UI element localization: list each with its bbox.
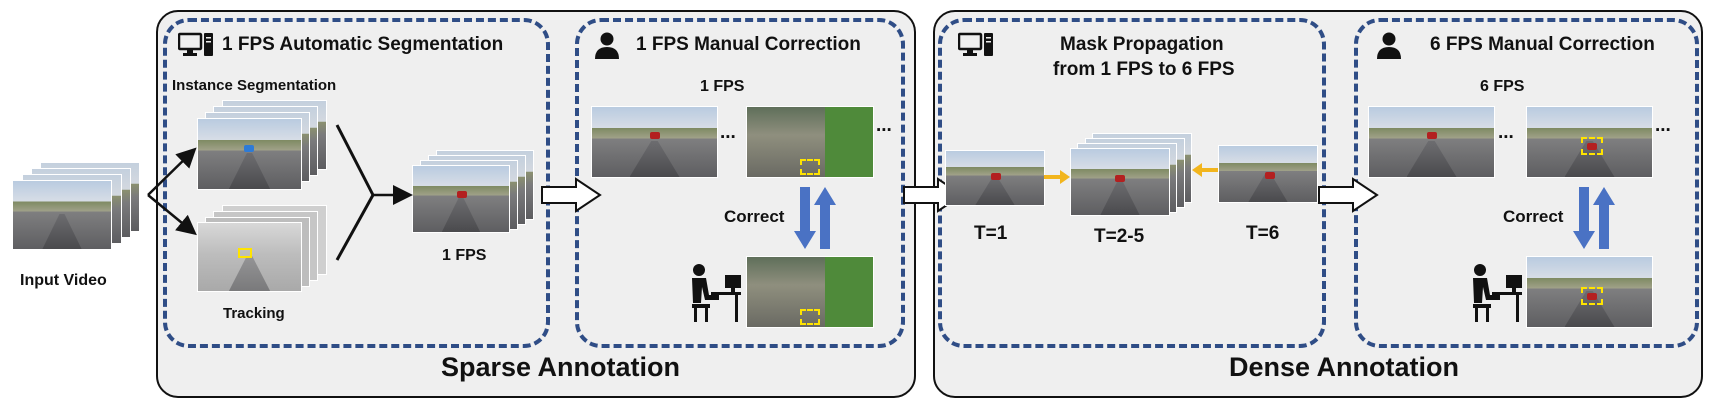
propagation-frame-t6 — [1218, 145, 1318, 203]
sparse-annotation-title: Sparse Annotation — [441, 352, 681, 382]
tracking-label: Tracking — [223, 305, 285, 322]
manual-1fps-rate-label: 1 FPS — [700, 78, 745, 95]
manual-correction-6fps-title: 6 FPS Manual Correction — [1430, 34, 1655, 55]
auto-segmentation-box — [163, 18, 550, 348]
arrow-to-manual-correction — [541, 177, 602, 213]
propagation-arrow-right — [1192, 163, 1218, 177]
branch-arrows — [147, 124, 413, 261]
segmentation-output-label: 1 FPS — [442, 247, 487, 264]
computer-icon — [958, 32, 993, 56]
correct-arrows-1fps — [794, 187, 836, 249]
computer-icon — [178, 32, 213, 56]
t6-label: T=6 — [1246, 223, 1280, 244]
input-video-frame — [12, 180, 112, 250]
manual-1fps-ellipsis-2: ... — [876, 115, 892, 136]
corrected-highlight-box-6fps — [1581, 287, 1603, 305]
auto-segmentation-title: 1 FPS Automatic Segmentation — [222, 34, 504, 55]
annotator-at-desk-icon — [692, 264, 741, 322]
dense-annotation-title: Dense Annotation — [1229, 352, 1460, 382]
correct-label-6fps: Correct — [1503, 207, 1564, 226]
propagation-frame-t1 — [945, 150, 1045, 206]
error-highlight-box-6fps — [1581, 137, 1603, 155]
manual-correction-1fps-title: 1 FPS Manual Correction — [636, 34, 861, 55]
corrected-frame-1fps — [746, 256, 874, 328]
correct-label-1fps: Correct — [724, 207, 785, 226]
corrected-frame-6fps — [1526, 256, 1653, 328]
error-highlight-box — [800, 159, 820, 175]
instance-segmentation-frame — [197, 118, 302, 190]
arrow-to-6fps-correction — [1318, 177, 1379, 213]
manual-6fps-ellipsis-1: ... — [1498, 122, 1514, 143]
input-video-label: Input Video — [20, 272, 107, 289]
t2-5-label: T=2-5 — [1094, 226, 1145, 247]
manual-6fps-ellipsis-2: ... — [1655, 115, 1671, 136]
manual-6fps-rate-label: 6 FPS — [1480, 78, 1525, 95]
manual-6fps-frame-b — [1526, 106, 1653, 178]
instance-segmentation-label: Instance Segmentation — [172, 77, 337, 94]
mask-propagation-title-line2: from 1 FPS to 6 FPS — [1053, 59, 1235, 80]
tracking-box — [238, 248, 252, 258]
correct-arrows-6fps — [1573, 187, 1615, 249]
person-icon — [1377, 32, 1401, 59]
t1-label: T=1 — [974, 223, 1008, 244]
annotator-at-desk-icon — [1473, 264, 1522, 322]
corrected-highlight-box — [800, 309, 820, 325]
manual-1fps-frame-a — [591, 106, 718, 178]
mask-propagation-title-line1: Mask Propagation — [1060, 34, 1224, 55]
manual-1fps-ellipsis-1: ... — [720, 122, 736, 143]
person-icon — [595, 32, 619, 59]
propagation-arrow-left — [1044, 170, 1070, 184]
segmentation-output-frame — [412, 165, 510, 233]
manual-6fps-frame-a — [1368, 106, 1495, 178]
manual-1fps-frame-b — [746, 106, 874, 178]
propagation-frame-t2-5 — [1070, 148, 1170, 216]
tracking-frame — [197, 222, 302, 292]
